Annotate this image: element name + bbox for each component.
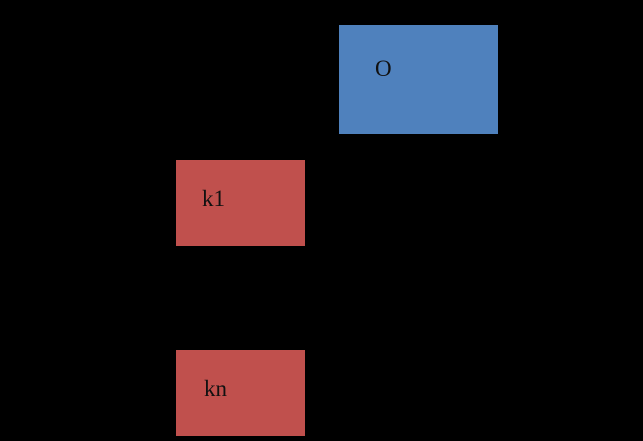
node-k1-box: k1 <box>176 160 305 246</box>
node-kn-box: kn <box>176 350 305 436</box>
node-k1-label: k1 <box>202 186 225 211</box>
node-o-label: O <box>375 56 392 81</box>
node-kn-label: kn <box>204 376 227 401</box>
node-o-box: O <box>339 25 498 134</box>
